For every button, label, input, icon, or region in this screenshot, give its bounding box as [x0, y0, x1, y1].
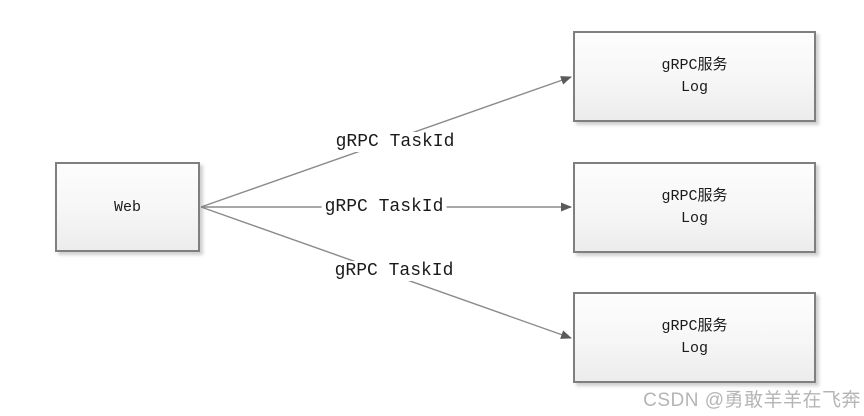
- node-label-line1: gRPC服务: [661, 317, 728, 335]
- node-label-line2: Log: [680, 78, 708, 96]
- node-label-line1: gRPC服务: [661, 56, 728, 74]
- csdn-watermark: CSDN @勇敢羊羊在飞奔: [643, 390, 861, 411]
- node-label-line2: Log: [680, 339, 708, 357]
- node-grpc-service-log-top: gRPC服务 Log: [573, 31, 816, 122]
- node-grpc-service-log-middle: gRPC服务 Log: [573, 162, 816, 253]
- node-web: Web: [55, 162, 200, 252]
- edge-label-top: gRPC TaskId: [332, 132, 458, 152]
- node-label-line2: Log: [680, 209, 708, 227]
- edge-label-middle: gRPC TaskId: [321, 197, 447, 217]
- node-web-label: Web: [113, 198, 141, 216]
- edge-label-bottom: gRPC TaskId: [331, 261, 457, 281]
- node-label-line1: gRPC服务: [661, 187, 728, 205]
- node-grpc-service-log-bottom: gRPC服务 Log: [573, 292, 816, 383]
